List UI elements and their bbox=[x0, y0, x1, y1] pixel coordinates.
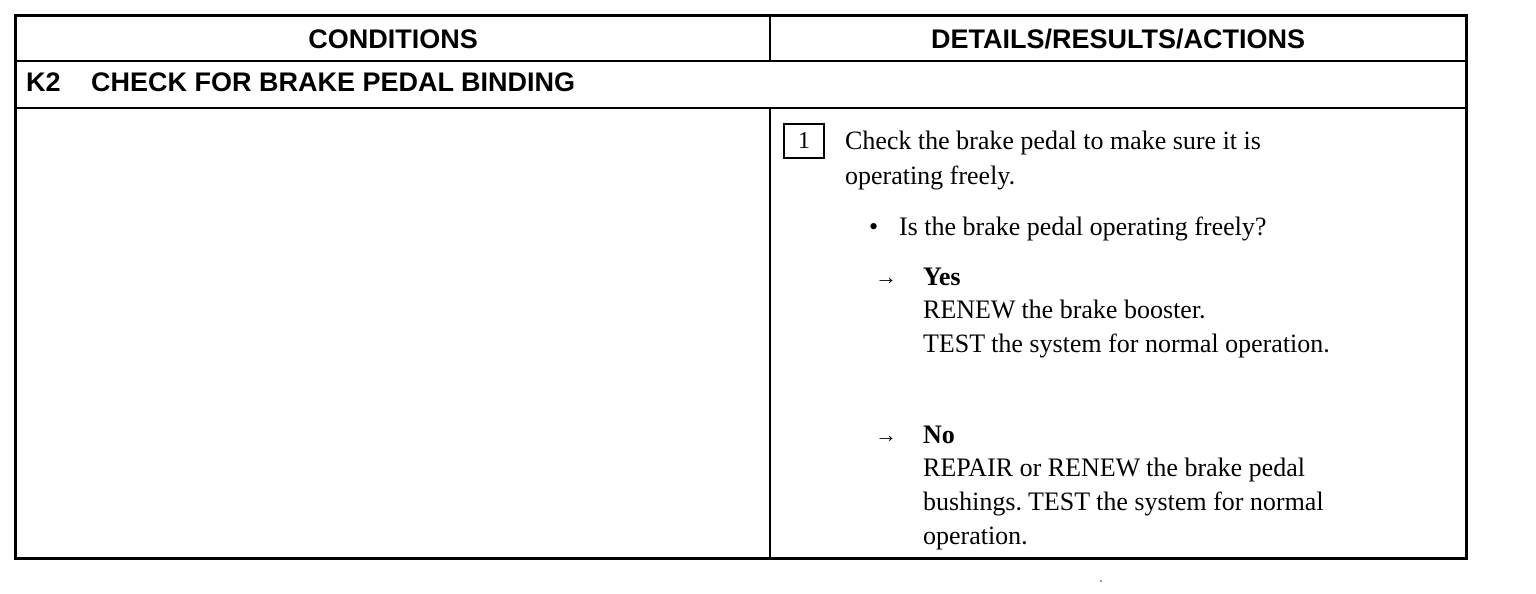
section-heading-row: K2 CHECK FOR BRAKE PEDAL BINDING bbox=[17, 62, 1465, 109]
answer-no-body: REPAIR or RENEW the brake pedal bushings… bbox=[923, 453, 1324, 550]
section-title: CHECK FOR BRAKE PEDAL BINDING bbox=[91, 67, 576, 97]
bullet-icon: • bbox=[869, 212, 879, 241]
details-header: DETAILS/RESULTS/ACTIONS bbox=[930, 24, 1305, 54]
answer-yes-body: RENEW the brake booster. TEST the system… bbox=[923, 293, 1403, 361]
conditions-cell bbox=[17, 109, 771, 557]
answer-yes-line: TEST the system for normal operation. bbox=[923, 329, 1330, 358]
step-question: • Is the brake pedal operating freely? bbox=[869, 209, 1266, 244]
answer-no-label: No bbox=[923, 420, 955, 449]
arrow-right-icon: → bbox=[875, 264, 897, 289]
diagnostic-table: CONDITIONS DETAILS/RESULTS/ACTIONS K2 CH… bbox=[14, 14, 1468, 560]
arrow-right-icon: → bbox=[875, 422, 897, 447]
step-instruction: Check the brake pedal to make sure it is… bbox=[845, 126, 1261, 190]
details-cell: 1 Check the brake pedal to make sure it … bbox=[771, 109, 1465, 557]
step-number-box: 1 bbox=[783, 123, 825, 159]
section-code: K2 bbox=[26, 67, 61, 97]
table-header-row: CONDITIONS DETAILS/RESULTS/ACTIONS bbox=[17, 17, 1465, 62]
conditions-header: CONDITIONS bbox=[17, 17, 771, 60]
scan-speck bbox=[1100, 580, 1102, 582]
answer-yes-label: Yes bbox=[923, 262, 961, 291]
question-text: Is the brake pedal operating freely? bbox=[899, 212, 1267, 241]
answer-yes-line: RENEW the brake booster. bbox=[923, 295, 1206, 324]
